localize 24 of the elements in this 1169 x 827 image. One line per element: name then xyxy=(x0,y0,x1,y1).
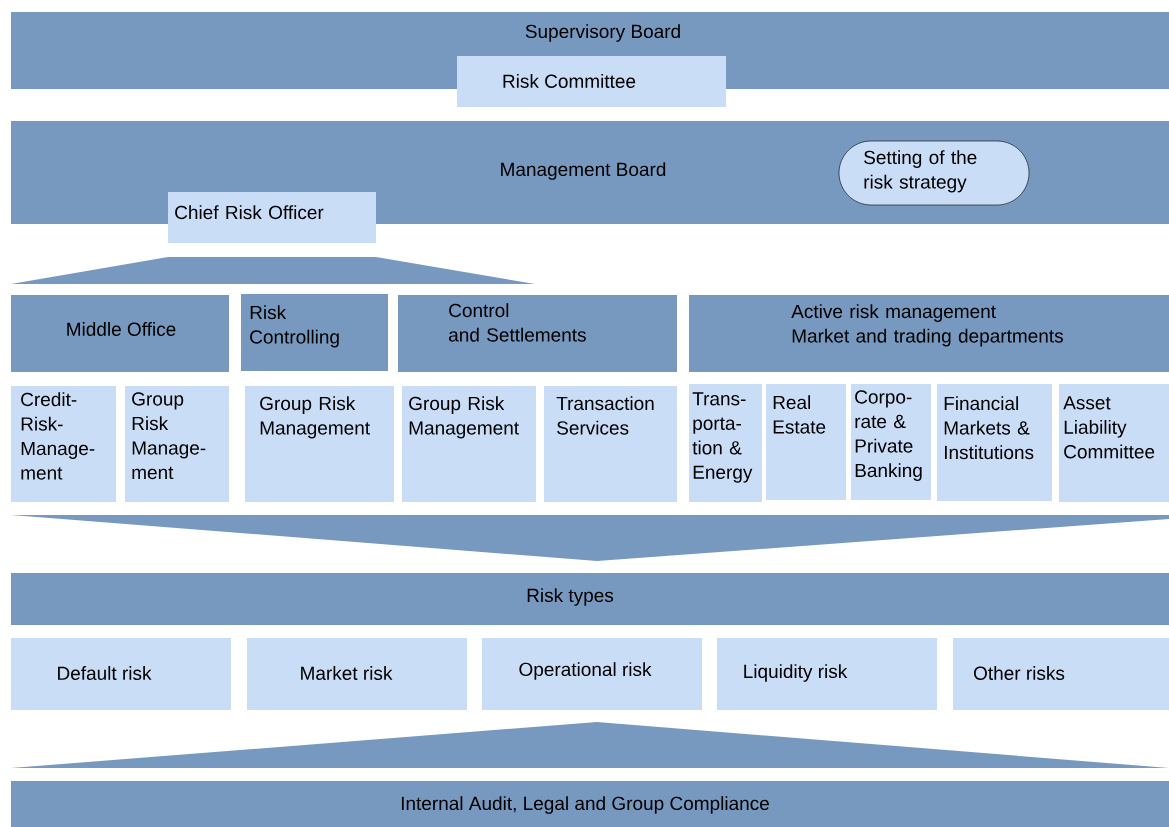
funnel-shape xyxy=(11,257,535,284)
risk-box: Liquidity risk xyxy=(717,638,937,710)
unit-header: Risk Controlling xyxy=(241,294,388,371)
committee-box: Risk Committee xyxy=(457,56,726,107)
risk-box: Other risks xyxy=(953,638,1169,710)
risk-types-band: Risk types xyxy=(11,573,1169,625)
unit-box: Transaction Services xyxy=(544,386,677,502)
unit-box: Asset Liability Committee xyxy=(1059,384,1169,502)
unit-box: Real Estate xyxy=(766,384,846,500)
unit-header: Middle Office xyxy=(11,295,229,372)
unit-box: Trans-porta-tion & Energy xyxy=(689,384,762,502)
unit-header: Active risk management Market and trading departments xyxy=(689,295,1169,372)
unit-box: Corpo-rate & Private Banking xyxy=(851,384,931,500)
risk-box: Market risk xyxy=(247,638,467,710)
unit-box: Group Risk Management xyxy=(402,386,536,502)
audit-band: Internal Audit, Legal and Group Compliance xyxy=(11,781,1169,827)
unit-box: Credit-Risk-Manage-ment xyxy=(11,386,116,502)
unit-box: Group Risk Management xyxy=(245,386,394,502)
risk-box: Default risk xyxy=(11,638,231,710)
unit-header: Control and Settlements xyxy=(398,295,677,372)
risk-box: Operational risk xyxy=(482,638,702,710)
unit-box: Group Risk Manage-ment xyxy=(125,386,229,502)
officer-box: Chief Risk Officer xyxy=(168,192,376,243)
unit-box: Financial Markets & Institutions xyxy=(937,384,1052,501)
